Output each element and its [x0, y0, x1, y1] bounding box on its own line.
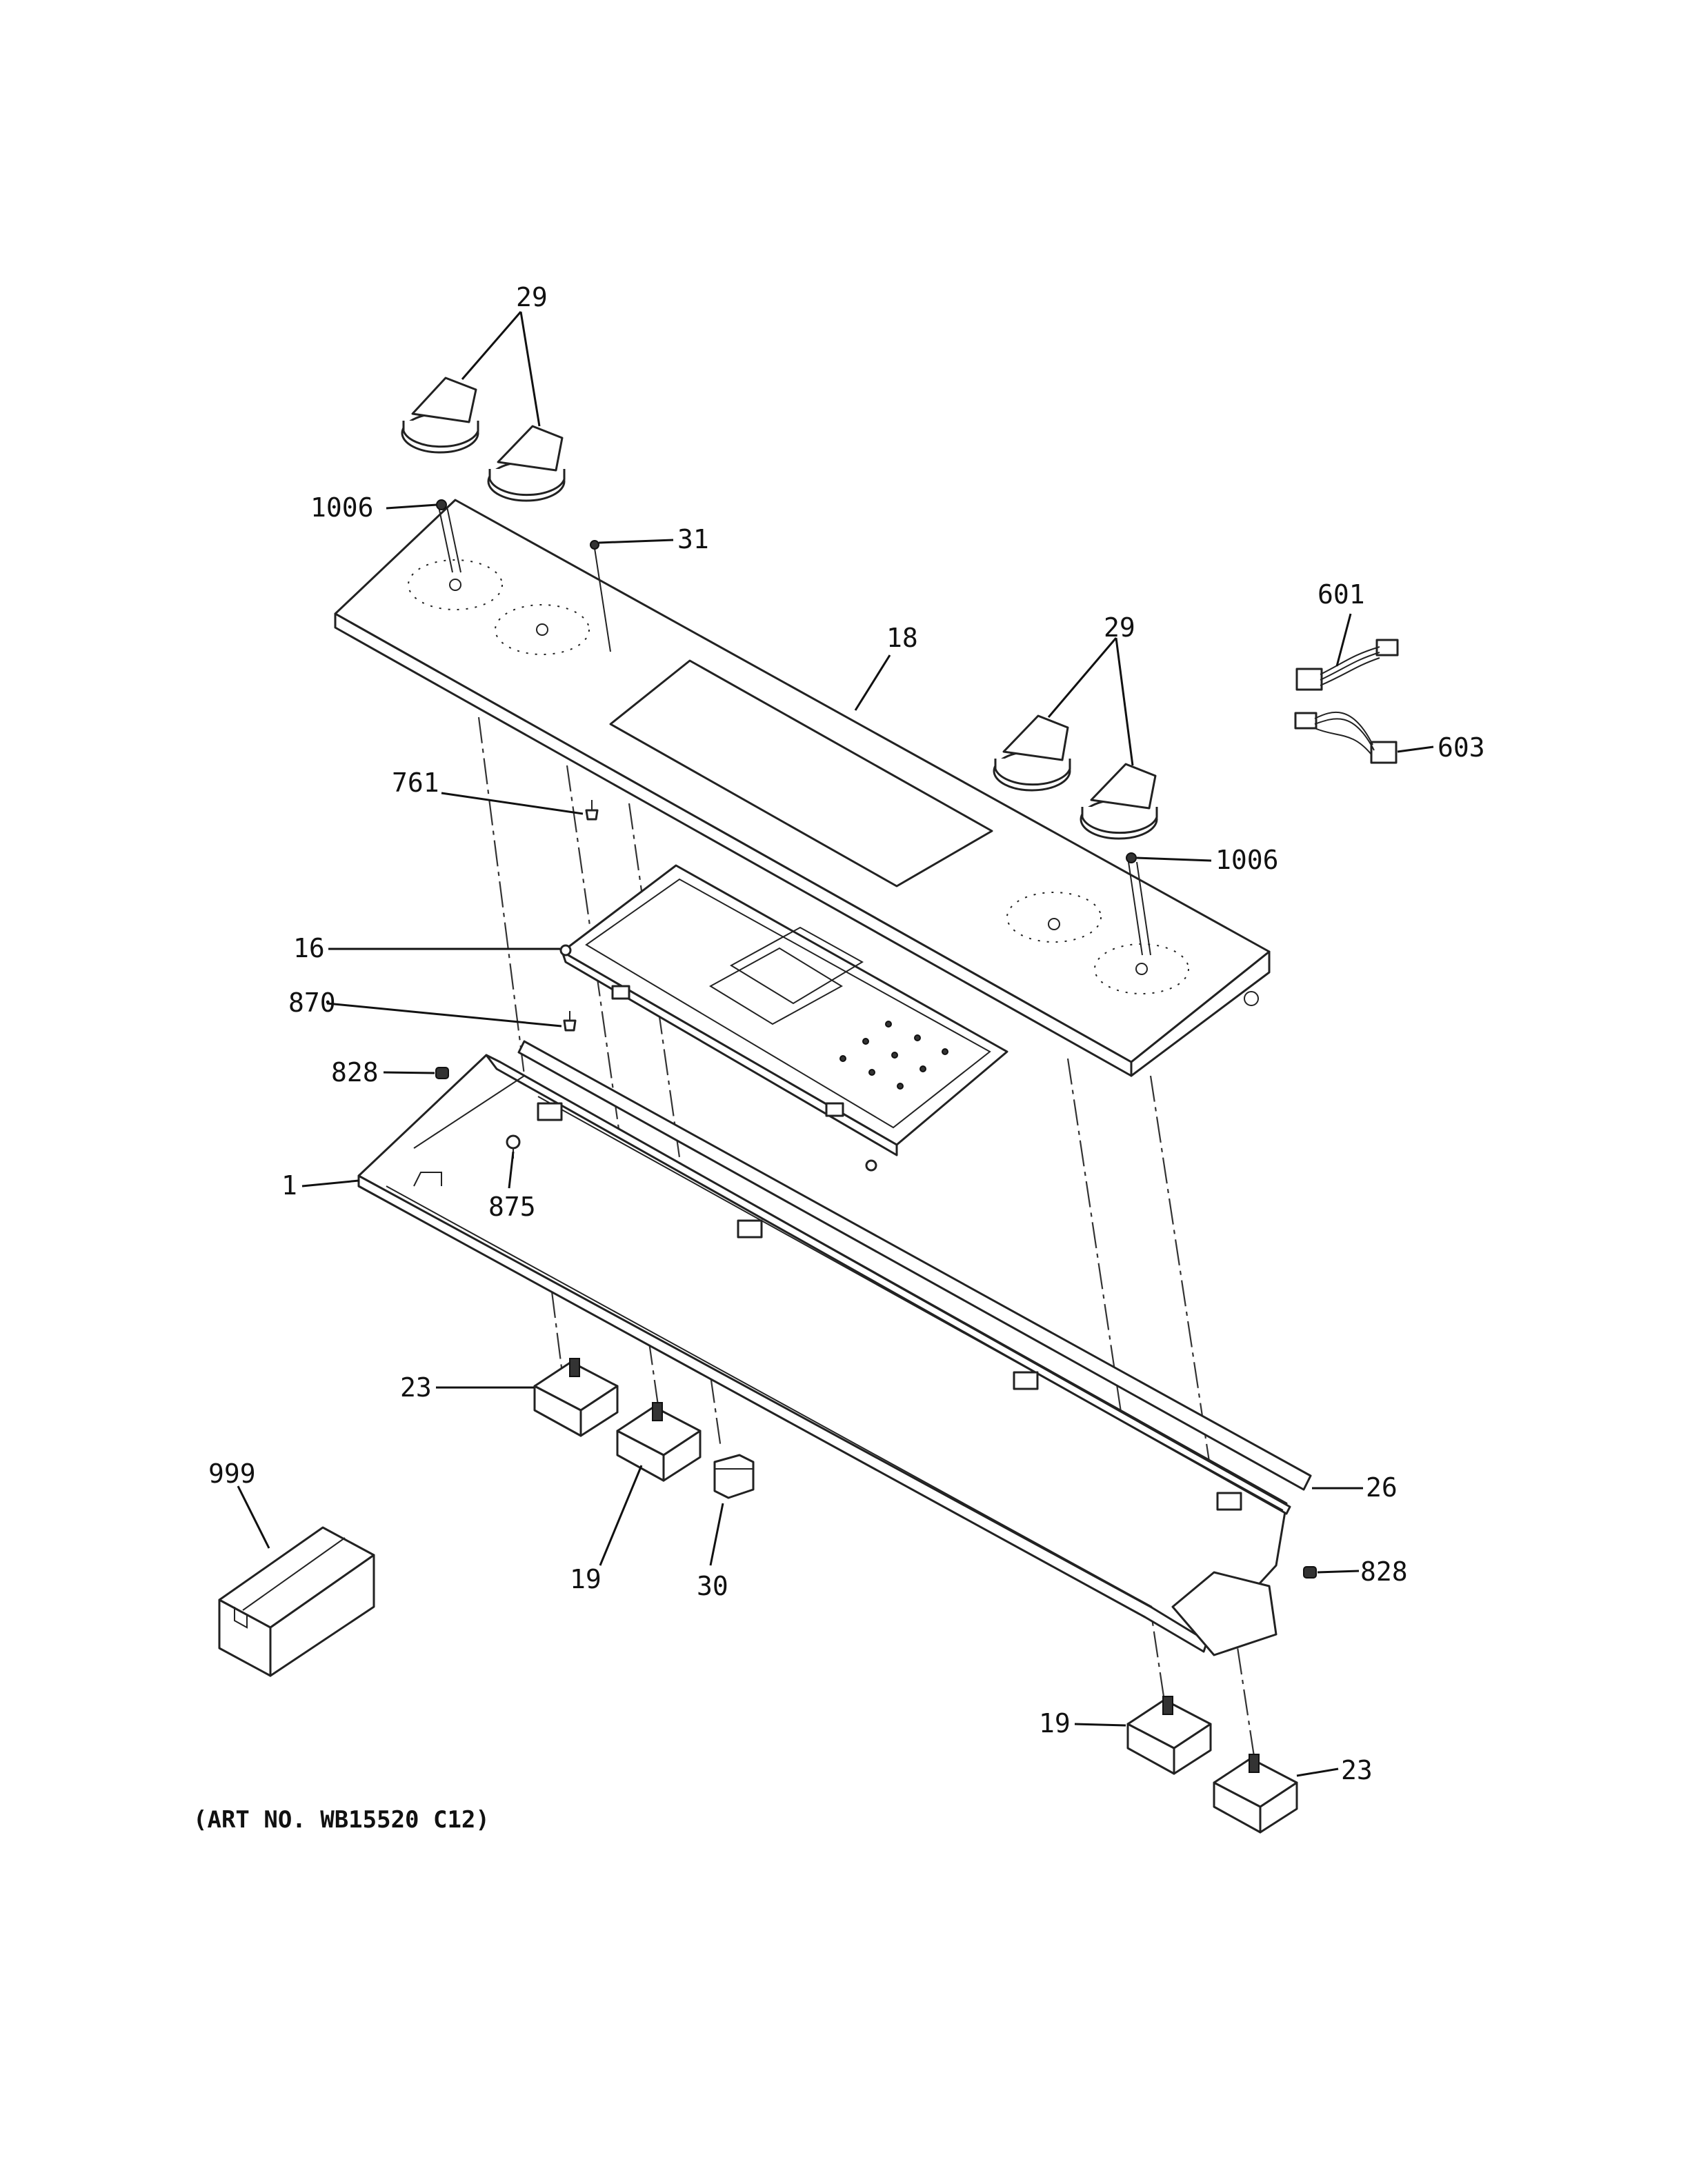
callout-603: 603	[1438, 732, 1485, 763]
screw-828-left	[435, 1067, 449, 1079]
relay-30	[713, 1454, 755, 1499]
screw-870	[563, 1011, 577, 1032]
knob-top-left-2	[487, 425, 566, 502]
knob-right-2	[1080, 763, 1158, 840]
knob-top-left-1	[401, 377, 479, 454]
switch-23-right	[1213, 1754, 1298, 1834]
callout-16: 16	[293, 933, 325, 963]
callout-18: 18	[886, 623, 918, 653]
callout-828-left: 828	[331, 1057, 379, 1088]
leader-lines	[237, 311, 1434, 1777]
switch-19-left	[616, 1402, 702, 1482]
screw-828-right	[1303, 1566, 1317, 1579]
callout-19-right: 19	[1039, 1708, 1071, 1739]
callout-1: 1	[281, 1170, 297, 1201]
control-board	[559, 864, 1008, 1172]
callout-31: 31	[677, 524, 709, 554]
control-panel	[334, 499, 1271, 1077]
callout-875: 875	[488, 1192, 536, 1222]
callout-29-left: 29	[516, 282, 548, 312]
dial-markings	[408, 559, 1189, 994]
wire-harness-603	[1294, 711, 1398, 764]
callout-29-right: 29	[1104, 612, 1135, 643]
callout-23-left: 23	[400, 1372, 432, 1403]
callout-999: 999	[208, 1459, 256, 1489]
callout-26: 26	[1366, 1472, 1398, 1503]
callout-761: 761	[392, 768, 439, 798]
callout-1006-left: 1006	[310, 492, 374, 523]
callout-30: 30	[697, 1571, 728, 1601]
callout-601: 601	[1318, 579, 1365, 610]
callout-19-left: 19	[570, 1564, 602, 1594]
screw-1006-right	[1126, 852, 1151, 956]
kit-box-999	[218, 1526, 375, 1677]
screw-761	[585, 800, 599, 821]
control-frame	[357, 1054, 1291, 1656]
wire-harness-601	[1295, 639, 1399, 691]
callout-828-right: 828	[1360, 1556, 1408, 1587]
keypad-grid	[839, 1021, 948, 1090]
clip-31	[590, 540, 611, 652]
callout-1006-right: 1006	[1215, 845, 1279, 875]
switch-19-right	[1126, 1696, 1212, 1775]
art-number: (ART NO. WB15520 C12)	[193, 1806, 490, 1834]
callout-labels: 29 1006 31 18 29 601 603 1006 761 16 870…	[193, 282, 1485, 1834]
screw-1006-left	[436, 499, 461, 573]
callout-870: 870	[288, 988, 336, 1018]
trim-strip	[517, 1040, 1312, 1491]
knob-right-1	[993, 714, 1071, 792]
callout-23-right: 23	[1341, 1755, 1373, 1785]
switch-23-left	[533, 1358, 619, 1437]
